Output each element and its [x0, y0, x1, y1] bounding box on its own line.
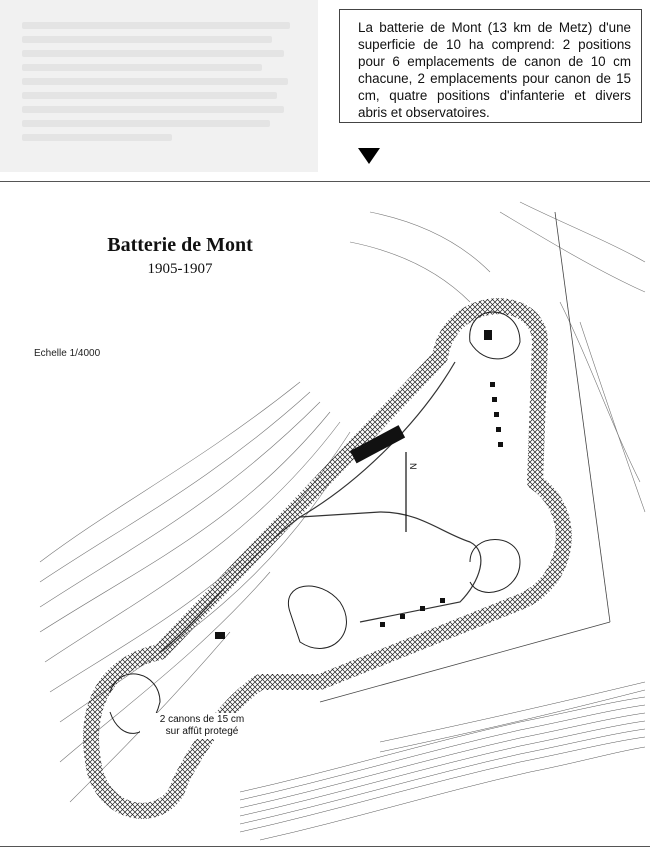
gun-annotation: 2 canons de 15 cm sur affût protegé	[140, 713, 264, 739]
gun-annotation-line2: sur affût protegé	[165, 726, 239, 737]
gun-position-left	[287, 585, 347, 649]
gun-position-right	[469, 539, 521, 593]
faded-line	[22, 106, 284, 113]
faded-line	[22, 50, 284, 57]
shelter	[215, 632, 225, 639]
contour-lines	[39, 201, 646, 803]
faded-line	[22, 64, 262, 71]
scale-label: Echelle 1/4000	[34, 348, 101, 359]
faded-line	[22, 92, 277, 99]
faded-line	[22, 120, 270, 127]
gun-position-south	[109, 673, 161, 734]
map-years: 1905-1907	[147, 261, 213, 277]
inner-road	[299, 511, 482, 623]
hatched-perimeter	[83, 298, 572, 819]
caption-text: La batterie de Mont (13 km de Metz) d'un…	[358, 20, 631, 120]
top-rule	[0, 181, 650, 182]
faded-text-block	[0, 0, 318, 172]
boundary-line	[319, 621, 611, 703]
dense-terrain	[239, 681, 646, 841]
map-title: Batterie de Mont	[107, 234, 253, 256]
north-arrow-label: N	[408, 463, 418, 470]
gun-position-north	[469, 311, 521, 360]
faded-line	[22, 134, 172, 141]
blockhouse	[484, 330, 492, 340]
faded-line	[22, 78, 288, 85]
boundary-line	[554, 211, 611, 623]
faded-line	[22, 22, 290, 29]
bottom-rule	[0, 846, 650, 847]
faded-line	[22, 36, 272, 43]
casemates	[380, 382, 503, 627]
pointer-triangle	[358, 148, 380, 164]
barracks-building	[349, 425, 406, 464]
caption-box: La batterie de Mont (13 km de Metz) d'un…	[339, 9, 642, 123]
fort-plan-map: N	[39, 201, 646, 841]
gun-annotation-line1: 2 canons de 15 cm	[159, 714, 245, 725]
